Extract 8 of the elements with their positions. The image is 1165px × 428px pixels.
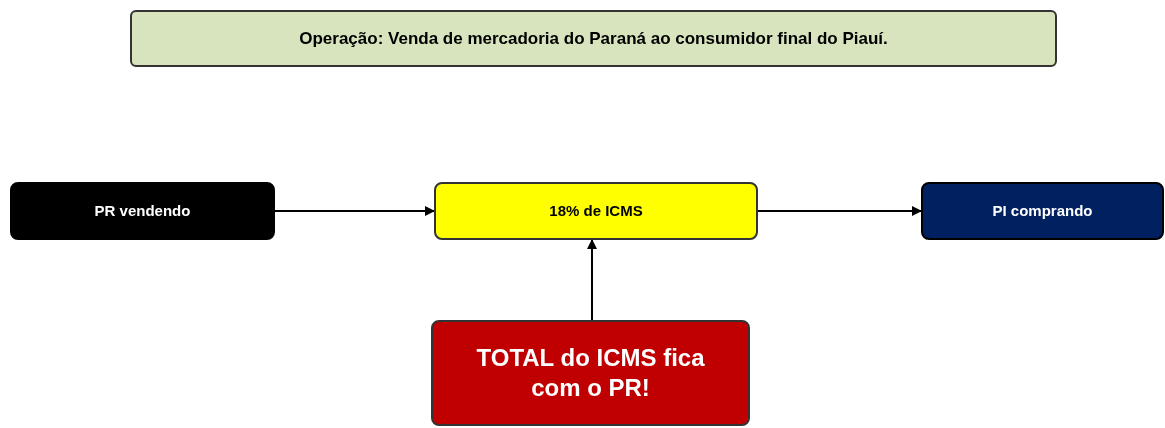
title-box: Operação: Venda de mercadoria do Paraná ao consumidor final do Piauí. bbox=[130, 10, 1057, 67]
process-box: TOTAL do ICMS fica com o PR! bbox=[431, 320, 750, 426]
arrow bbox=[757, 206, 922, 216]
arrow bbox=[587, 239, 597, 321]
process-box: PI comprando bbox=[921, 182, 1164, 240]
process-box: PR vendendo bbox=[10, 182, 275, 240]
process-box: 18% de ICMS bbox=[434, 182, 758, 240]
arrow bbox=[274, 206, 435, 216]
